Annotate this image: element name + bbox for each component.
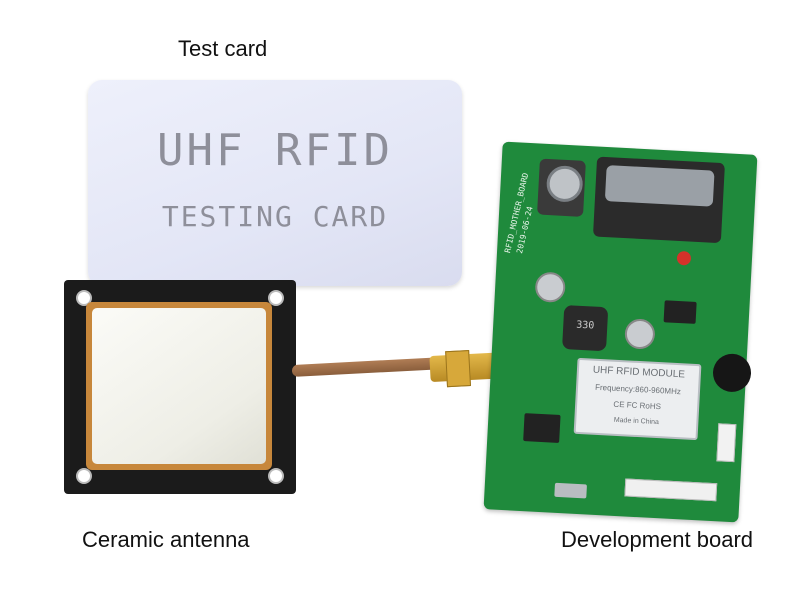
jst-connector [716, 423, 737, 463]
dc-jack-ring [545, 164, 584, 203]
module-certifications: CE FC RoHS [613, 399, 662, 412]
buzzer [712, 352, 752, 393]
card-title-text: UHF RFID [157, 125, 393, 176]
electrolytic-capacitor [534, 271, 567, 304]
ceramic-patch [86, 302, 272, 470]
module-frequency: Frequency:860-960MHz [594, 382, 682, 397]
ceramic-antenna [64, 280, 296, 494]
mount-hole [268, 290, 284, 306]
fpc-connector [624, 478, 718, 502]
sma-nut [445, 350, 471, 388]
db9-shell [604, 165, 715, 207]
ic-chip [523, 413, 561, 443]
ceramic-antenna-label: Ceramic antenna [82, 527, 250, 552]
uhf-rfid-module: UHF RFID MODULE Frequency:860-960MHz CE … [573, 357, 702, 441]
red-led [676, 250, 692, 266]
inductor-code: 330 [575, 319, 595, 332]
power-inductor: 330 [562, 305, 609, 352]
mount-hole [76, 468, 92, 484]
development-board: RFID_MOTHER_BOARD 2019-06-24 330 UHF RFI… [483, 141, 758, 523]
module-origin: Made in China [613, 416, 660, 427]
coax-cable [291, 357, 443, 377]
module-title: UHF RFID MODULE [592, 364, 686, 381]
development-board-label: Development board [561, 527, 754, 552]
ceramic-surface [92, 308, 266, 464]
db9-serial-connector [592, 156, 725, 244]
test-card-label: Test card [178, 36, 268, 61]
micro-usb-port [554, 482, 587, 499]
card-subtitle-text: TESTING CARD [161, 200, 389, 233]
test-card: UHF RFID TESTING CARD [88, 80, 462, 286]
mount-hole [268, 468, 284, 484]
electrolytic-capacitor [624, 318, 656, 350]
dc-power-jack [537, 158, 586, 217]
ic-chip [663, 300, 697, 324]
